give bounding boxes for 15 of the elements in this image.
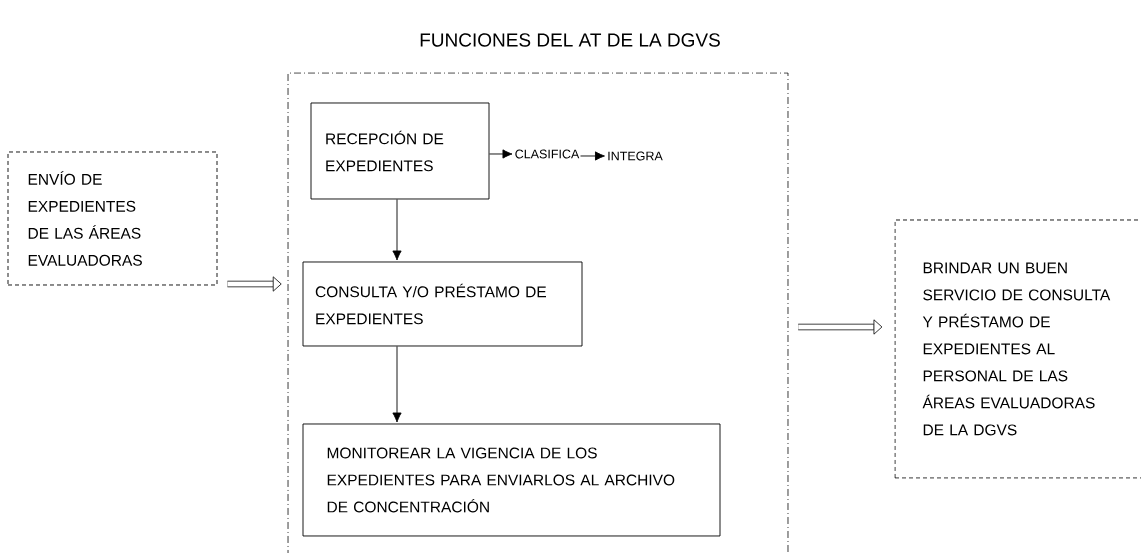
dashed-box: BRINDAR UN BUEN SERVICIO DE CONSULTA Y PRÉSTAMO DE EXPEDIENTES AL PERSONAL DE LAS ÁREAS EVALUADORAS DE LA DGVS — [894, 219, 1141, 479]
process-box: MONITOREAR LA VIGENCIA DE LOS EXPEDIENTES PARA ENVIARLOS AL ARCHIVO DE CONCENTRACIÓN — [302, 423, 721, 537]
title: FUNCIONES DEL AT DE LA DGVS — [420, 33, 720, 47]
dashed-box: ENVÍO DE EXPEDIENTES DE LAS ÁREAS EVALUADORAS — [7, 151, 218, 286]
arrow — [489, 149, 513, 159]
process-box: RECEPCIÓN DE EXPEDIENTES — [310, 102, 490, 200]
arrow — [392, 199, 402, 261]
arrow — [580, 151, 605, 161]
frame-box — [287, 72, 789, 553]
step-label: INTEGRA — [608, 151, 663, 161]
process-box: CONSULTA Y/O PRÉSTAMO DE EXPEDIENTES — [302, 261, 583, 347]
arrow — [227, 276, 282, 292]
arrow — [392, 346, 402, 423]
step-label: CLASIFICA — [515, 149, 580, 159]
arrow — [798, 319, 883, 335]
